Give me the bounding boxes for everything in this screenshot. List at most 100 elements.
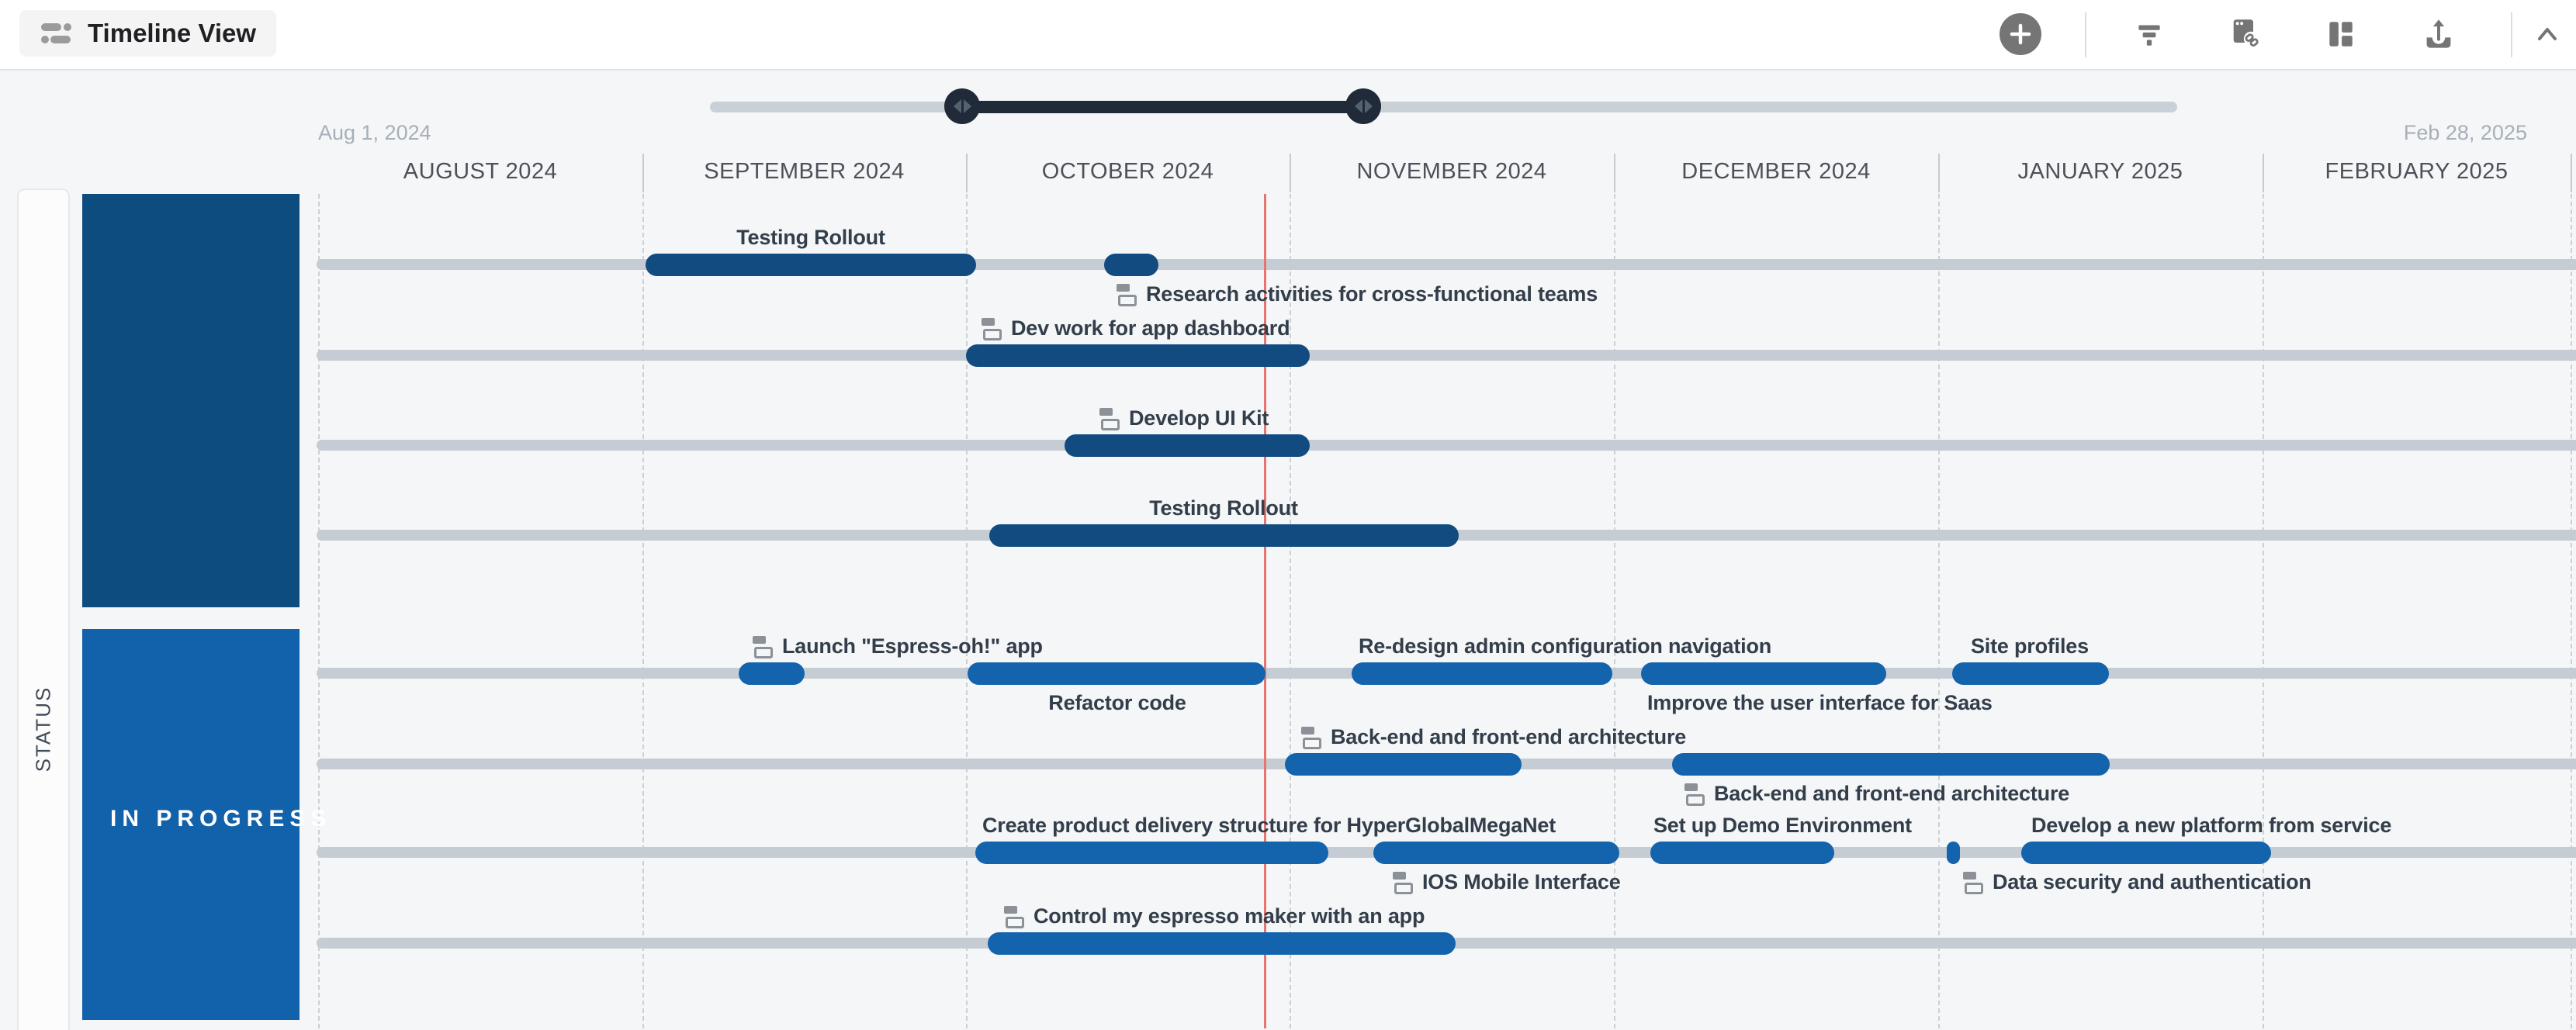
month-header: AUGUST 2024 — [403, 159, 558, 184]
task-label[interactable]: Back-end and front-end architecture — [1683, 779, 2069, 807]
task-board-icon-top — [1117, 284, 1130, 292]
task-board-icon-top — [1393, 872, 1406, 880]
month-boundary-line — [1614, 154, 1615, 192]
slider-handle-start[interactable] — [944, 88, 980, 124]
grid-dashed-line — [1614, 194, 1615, 1028]
gantt-bar[interactable] — [1650, 842, 1834, 864]
task-label[interactable]: Re-design admin configuration navigation — [1359, 632, 1771, 660]
gantt-bar[interactable] — [988, 932, 1456, 955]
task-board-icon-bottom — [1394, 883, 1413, 894]
task-label[interactable]: Testing Rollout — [736, 223, 885, 251]
task-label-text: Set up Demo Environment — [1653, 814, 1912, 837]
task-board-icon-bottom — [983, 329, 1002, 340]
task-board-icon-top — [1301, 727, 1314, 734]
add-button[interactable] — [2000, 13, 2041, 55]
slider-handle-end[interactable] — [1345, 88, 1381, 124]
toolbar: Timeline View — [0, 0, 2576, 71]
task-label-text: Research activities for cross-functional… — [1146, 282, 1598, 306]
task-label[interactable]: Refactor code — [1048, 689, 1186, 717]
month-boundary-line — [1938, 154, 1940, 192]
task-board-icon-top — [1099, 408, 1113, 416]
task-label[interactable]: Dev work for app dashboard — [980, 314, 1290, 342]
task-board-icon-bottom — [754, 647, 773, 658]
task-label[interactable]: Develop UI Kit — [1098, 404, 1269, 432]
task-board-icon — [1683, 782, 1706, 806]
layout-button[interactable] — [2322, 16, 2358, 52]
task-label[interactable]: Site profiles — [1971, 632, 2089, 660]
task-board-icon-bottom — [1686, 794, 1705, 806]
gantt-bar[interactable] — [1065, 434, 1310, 457]
status-panel: STATUS — [17, 188, 70, 1030]
task-board-icon — [751, 634, 774, 658]
task-label[interactable]: Develop a new platform from service — [2031, 811, 2391, 839]
gantt-bar[interactable] — [966, 344, 1310, 367]
filter-button[interactable] — [2131, 16, 2167, 52]
collapse-icon — [2538, 28, 2557, 40]
plus-icon — [2010, 23, 2031, 45]
task-label-text: Create product delivery structure for Hy… — [982, 814, 1556, 837]
gantt-bar[interactable] — [739, 662, 805, 685]
task-label[interactable]: Launch "Espress-oh!" app — [751, 632, 1043, 660]
task-label[interactable]: IOS Mobile Interface — [1391, 868, 1621, 896]
task-label[interactable]: Testing Rollout — [1149, 494, 1298, 522]
task-label[interactable]: Set up Demo Environment — [1653, 811, 1912, 839]
month-header: DECEMBER 2024 — [1681, 159, 1871, 184]
gantt-bar[interactable] — [1104, 254, 1158, 276]
gantt-bar[interactable] — [1352, 662, 1612, 685]
handle-arrow-left-icon — [953, 99, 961, 113]
task-board-icon-bottom — [1965, 883, 1983, 894]
group-block-in-progress[interactable]: IN PROGRESS — [82, 629, 326, 1020]
group-block-completed[interactable] — [82, 194, 299, 607]
export-button[interactable] — [2421, 16, 2457, 52]
handle-arrow-left-icon — [1354, 99, 1362, 113]
gantt-bar[interactable] — [1641, 662, 1886, 685]
task-label-text: Re-design admin configuration navigation — [1359, 634, 1772, 658]
gantt-bar[interactable] — [2021, 842, 2271, 864]
slider-track[interactable] — [710, 102, 2177, 112]
columns-layout-icon — [2329, 22, 2353, 47]
task-label-text: Data security and authentication — [1993, 870, 2311, 893]
task-label[interactable]: Research activities for cross-functional… — [1115, 280, 1598, 308]
slider-selected-range[interactable] — [962, 101, 1363, 113]
task-board-icon — [1115, 282, 1138, 306]
toolbar-divider — [2085, 12, 2086, 57]
board-link-icon — [2233, 19, 2259, 47]
gantt-bar[interactable] — [1285, 753, 1522, 776]
timeline-view-button[interactable]: Timeline View — [19, 10, 277, 57]
task-board-icon-top — [982, 318, 995, 326]
month-boundary-line — [642, 154, 644, 192]
grid-dashed-line — [2263, 194, 2264, 1028]
gantt-bar[interactable] — [968, 662, 1265, 685]
gantt-bar[interactable] — [1952, 662, 2109, 685]
task-label[interactable]: Create product delivery structure for Hy… — [982, 811, 1556, 839]
board-link-button[interactable] — [2227, 16, 2263, 52]
task-board-icon-bottom — [1006, 917, 1024, 928]
task-label[interactable]: Back-end and front-end architecture — [1300, 723, 1686, 751]
range-end-date: Feb 28, 2025 — [2403, 121, 2527, 144]
task-label[interactable]: Improve the user interface for Saas — [1647, 689, 1993, 717]
gantt-bar[interactable] — [1373, 842, 1619, 864]
grid-dashed-line — [1290, 194, 1291, 1028]
task-label-text: Refactor code — [1048, 691, 1186, 714]
task-board-icon — [1961, 870, 1985, 894]
grid-dashed-line — [318, 194, 320, 1028]
task-board-icon-bottom — [1118, 295, 1137, 306]
task-label-text: Launch "Espress-oh!" app — [782, 634, 1043, 658]
month-header: NOVEMBER 2024 — [1356, 159, 1547, 184]
task-label[interactable]: Data security and authentication — [1961, 868, 2311, 896]
gantt-bar[interactable] — [1672, 753, 2110, 776]
task-label[interactable]: Control my espresso maker with an app — [1002, 902, 1425, 930]
collapse-button[interactable] — [2529, 16, 2565, 52]
task-board-icon — [1002, 904, 1026, 928]
task-board-icon — [1098, 406, 1121, 430]
status-column-title: STATUS — [31, 686, 55, 772]
month-boundary-line — [2571, 154, 2572, 192]
task-board-icon-top — [1004, 906, 1017, 914]
gantt-bar[interactable] — [646, 254, 976, 276]
gantt-bar[interactable] — [975, 842, 1328, 864]
month-boundary-line — [1290, 154, 1291, 192]
month-boundary-line — [2263, 154, 2264, 192]
handle-arrow-right-icon — [963, 99, 971, 113]
gantt-bar[interactable] — [989, 524, 1459, 547]
gantt-bar[interactable] — [1947, 842, 1960, 864]
